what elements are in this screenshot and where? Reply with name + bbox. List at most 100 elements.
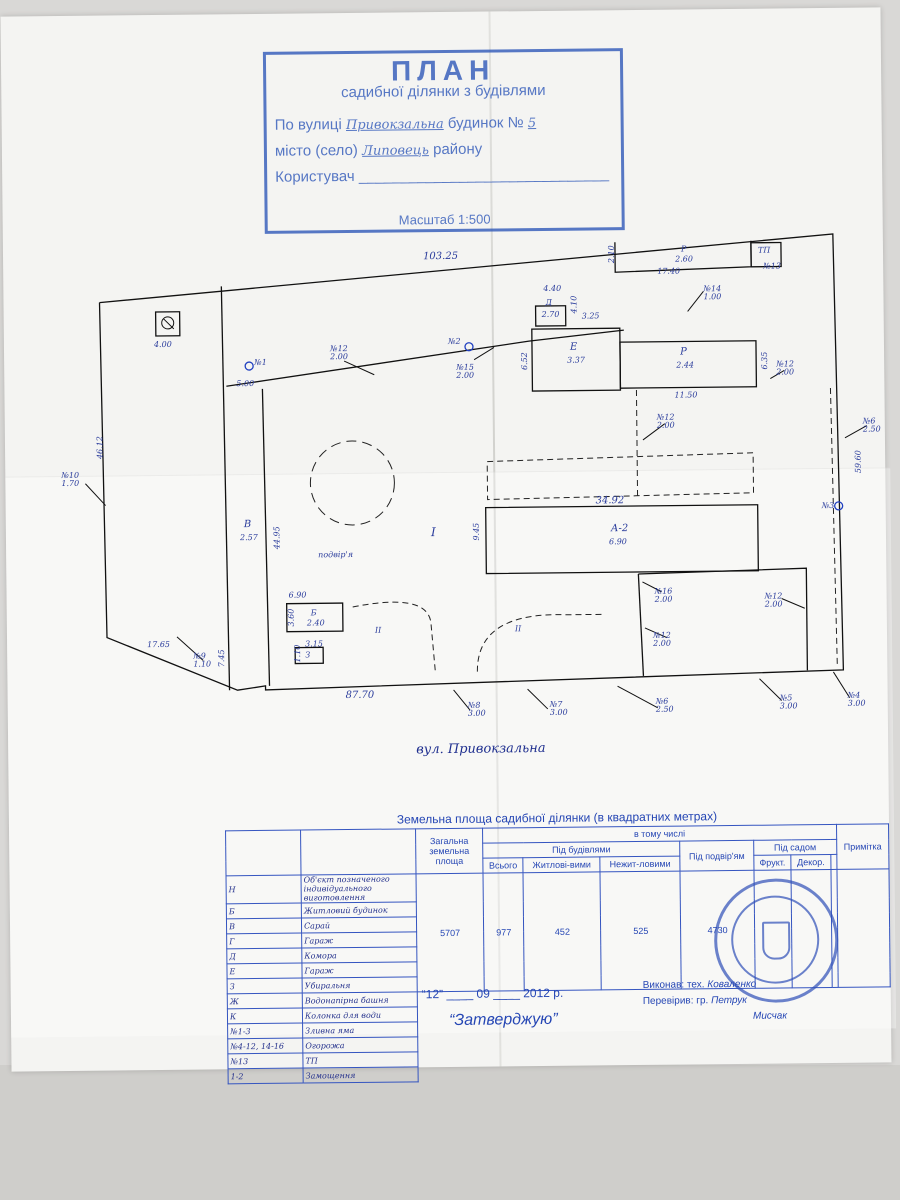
dim-inner-vert: 9.45: [471, 522, 481, 541]
well-2: [464, 342, 474, 352]
tp-number: №13: [763, 261, 781, 271]
dim-bottom-left: 17.65: [147, 639, 171, 650]
well-1: [244, 361, 254, 371]
building-p-label: Р: [679, 346, 687, 358]
header-garden: Під садом: [753, 839, 837, 856]
header-decor: Декор.: [791, 854, 831, 870]
signature-text: Мисчак: [752, 1010, 788, 1022]
garden-well-label: 4.00: [153, 339, 172, 350]
value-nonresidential: 525: [600, 871, 682, 990]
lot-boundary: [98, 233, 845, 691]
desk-background: [0, 1065, 900, 1200]
garden-well: [154, 311, 181, 337]
water-tower: [309, 440, 395, 526]
date-row: “12” ____ 09 ____ 2012 р.: [421, 985, 564, 1002]
dim-g-h: 3.25: [581, 311, 600, 321]
executed-label: Виконав: тех.: [642, 979, 705, 991]
building-b-label: Б: [310, 608, 317, 618]
date-day: 12: [425, 987, 440, 1002]
street-caption: вул. Привокзальна: [416, 740, 546, 758]
executor-block: Виконав: тех. Коваленко Перевірив: гр. П…: [643, 976, 788, 1026]
zone-i-label: I: [430, 525, 436, 540]
building-tp: [750, 241, 782, 268]
building-b-area: 2.40: [306, 618, 325, 628]
building-z-label: З: [305, 650, 311, 660]
date-year-prefix: 20: [523, 986, 537, 1001]
building-v-area: 2.57: [239, 532, 258, 543]
zone-ii-1: ІІ: [374, 625, 382, 635]
dim-b-left: 6.52: [519, 352, 530, 371]
building-v-label: В: [243, 519, 252, 531]
date-month: 09: [476, 986, 490, 1001]
building-d-area: 2.70: [541, 309, 560, 319]
land-area-table-block: Земельна площа садибної ділянки (в квадр…: [225, 807, 891, 1084]
well-3: [834, 501, 844, 511]
executor-name: Коваленко: [707, 978, 757, 991]
value-all: 977: [482, 872, 525, 992]
dim-inner-span: 34.92: [595, 495, 625, 507]
building-p: [619, 340, 758, 389]
checker-name: Петрук: [710, 994, 747, 1007]
header-total: Загальна земельна площа: [415, 828, 483, 874]
dim-left: 46.12: [95, 436, 105, 460]
building-p-area: 2.44: [676, 360, 695, 370]
checked-label: Перевірив: гр.: [642, 995, 709, 1007]
value-residential: 452: [523, 871, 602, 991]
dim-left-5: 5.00: [236, 379, 255, 389]
trident-emblem-icon: [762, 921, 791, 960]
header-all: Всього: [482, 857, 524, 874]
site-plan-drawing: [85, 233, 868, 711]
header-note: Примітка: [836, 823, 889, 870]
dim-e-bottom: 11.50: [674, 390, 698, 400]
zone-ii-2: ІІ: [514, 624, 522, 634]
value-total: 5707: [415, 873, 485, 992]
building-a2-area: 6.90: [608, 537, 627, 547]
dim-inner-vert2: 44.95: [272, 526, 282, 550]
building-r-area: 2.60: [675, 254, 693, 264]
yard-label: подвір'я: [318, 549, 354, 560]
building-e-area: 3.37: [567, 355, 585, 365]
dim-p-right: 6.35: [759, 351, 770, 370]
building-a2: [485, 504, 760, 575]
header-yard: Під подвір'ям: [679, 840, 754, 872]
header-nonresidential: Нежит-ловими: [600, 856, 681, 872]
dim-bl-745: 7.45: [217, 649, 227, 668]
dim-b3: 3.15: [305, 639, 323, 649]
approve-label: “Затверджую”: [448, 1010, 558, 1029]
well-1-label: №1: [254, 357, 267, 367]
dim-g-w: 4.40: [543, 283, 562, 293]
dim-g-v: 4.10: [569, 295, 579, 314]
building-r-label: Р: [680, 244, 687, 254]
dim-right: 59.60: [853, 450, 863, 474]
building-e-label: Е: [569, 341, 578, 353]
building-a2-label: А-2: [610, 523, 629, 535]
dim-bottom: 87.70: [345, 689, 375, 702]
tp-label: ТП: [757, 245, 771, 255]
dim-b3-v: 1.10: [292, 644, 303, 663]
dim-b5: 6.90: [288, 590, 307, 600]
header-residential: Житлові-вими: [523, 856, 601, 873]
header-fruit: Фрукт.: [753, 854, 792, 871]
building-z: [294, 646, 324, 665]
dim-small-top: 17.40: [657, 266, 681, 276]
document-sheet: ПЛАН садибної ділянки з будівлями По вул…: [0, 7, 897, 1084]
building-b: [286, 602, 344, 633]
dim-top: 103.25: [422, 250, 459, 263]
dim-b5-v: 3.60: [286, 608, 296, 627]
well-2-label: №2: [447, 336, 461, 346]
building-d-label: Д: [545, 297, 553, 307]
